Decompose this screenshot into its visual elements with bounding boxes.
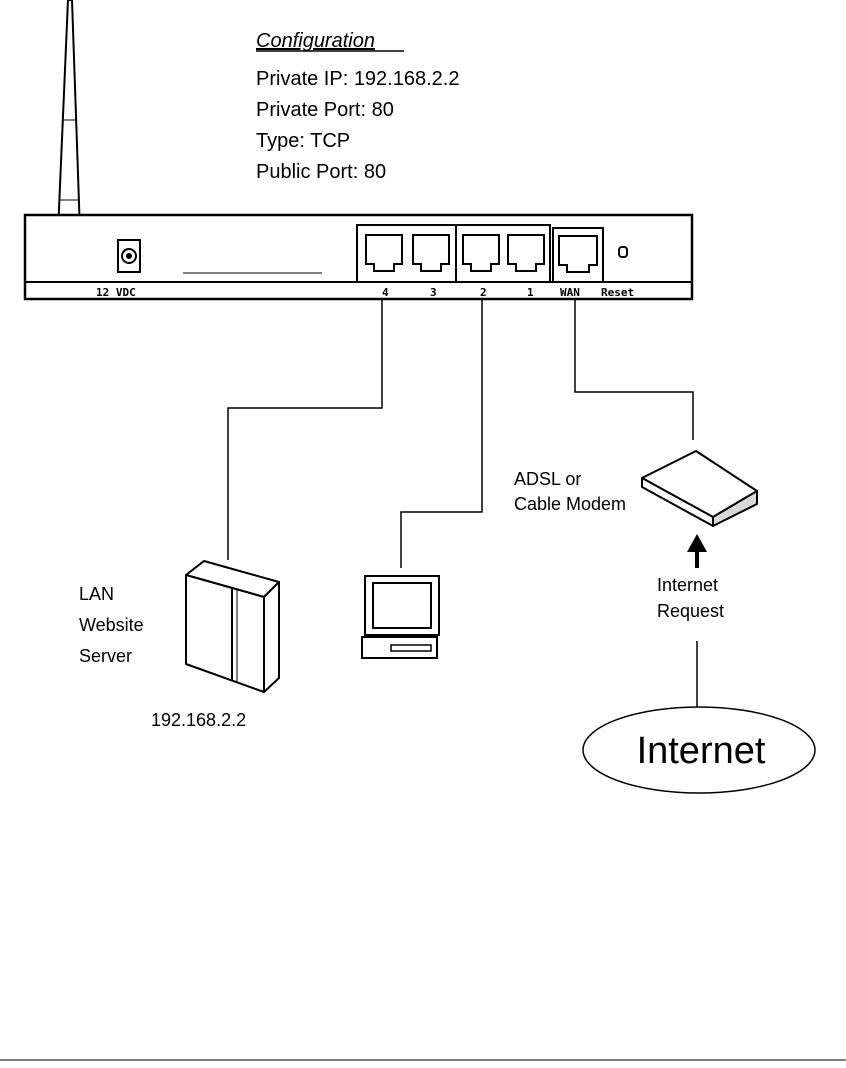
server-ip: 192.168.2.2: [151, 710, 246, 730]
config-type: Type: TCP: [256, 130, 350, 152]
server-label-line3: Server: [79, 646, 132, 666]
power-label: 12 VDC: [96, 286, 136, 299]
configuration-heading: Configuration: [256, 30, 375, 52]
port-label-4: 4: [382, 286, 389, 299]
request-arrow-icon: [687, 534, 707, 568]
port-label-wan: WAN: [560, 286, 580, 299]
port-label-2: 2: [480, 286, 487, 299]
modem-label-line1: ADSL or: [514, 469, 581, 489]
internet-label: Internet: [637, 730, 766, 772]
port-label-1: 1: [527, 286, 534, 299]
computer-cable: [401, 299, 482, 568]
request-label-line2: Request: [657, 601, 724, 621]
configuration-block: Configuration Private IP: 192.168.2.2 Pr…: [256, 30, 459, 183]
server-label-line2: Website: [79, 615, 144, 635]
server-label-line1: LAN: [79, 584, 114, 604]
computer-icon: [362, 576, 439, 658]
power-jack-icon: [118, 240, 140, 272]
modem-label-line2: Cable Modem: [514, 494, 626, 514]
config-private-port: Private Port: 80: [256, 99, 394, 121]
wan-cable: [575, 299, 693, 440]
config-private-ip: Private IP: 192.168.2.2: [256, 68, 459, 90]
server-icon: [186, 561, 279, 692]
wan-port: [553, 228, 603, 282]
config-public-port: Public Port: 80: [256, 161, 386, 183]
modem-icon: [642, 451, 757, 526]
router: 12 VDC 4 3 2 1 WAN Reset: [25, 215, 692, 299]
port-label-reset: Reset: [601, 286, 634, 299]
port-label-3: 3: [430, 286, 437, 299]
reset-button-icon: [619, 247, 627, 257]
server-cable: [228, 299, 382, 560]
request-label-line1: Internet: [657, 575, 718, 595]
